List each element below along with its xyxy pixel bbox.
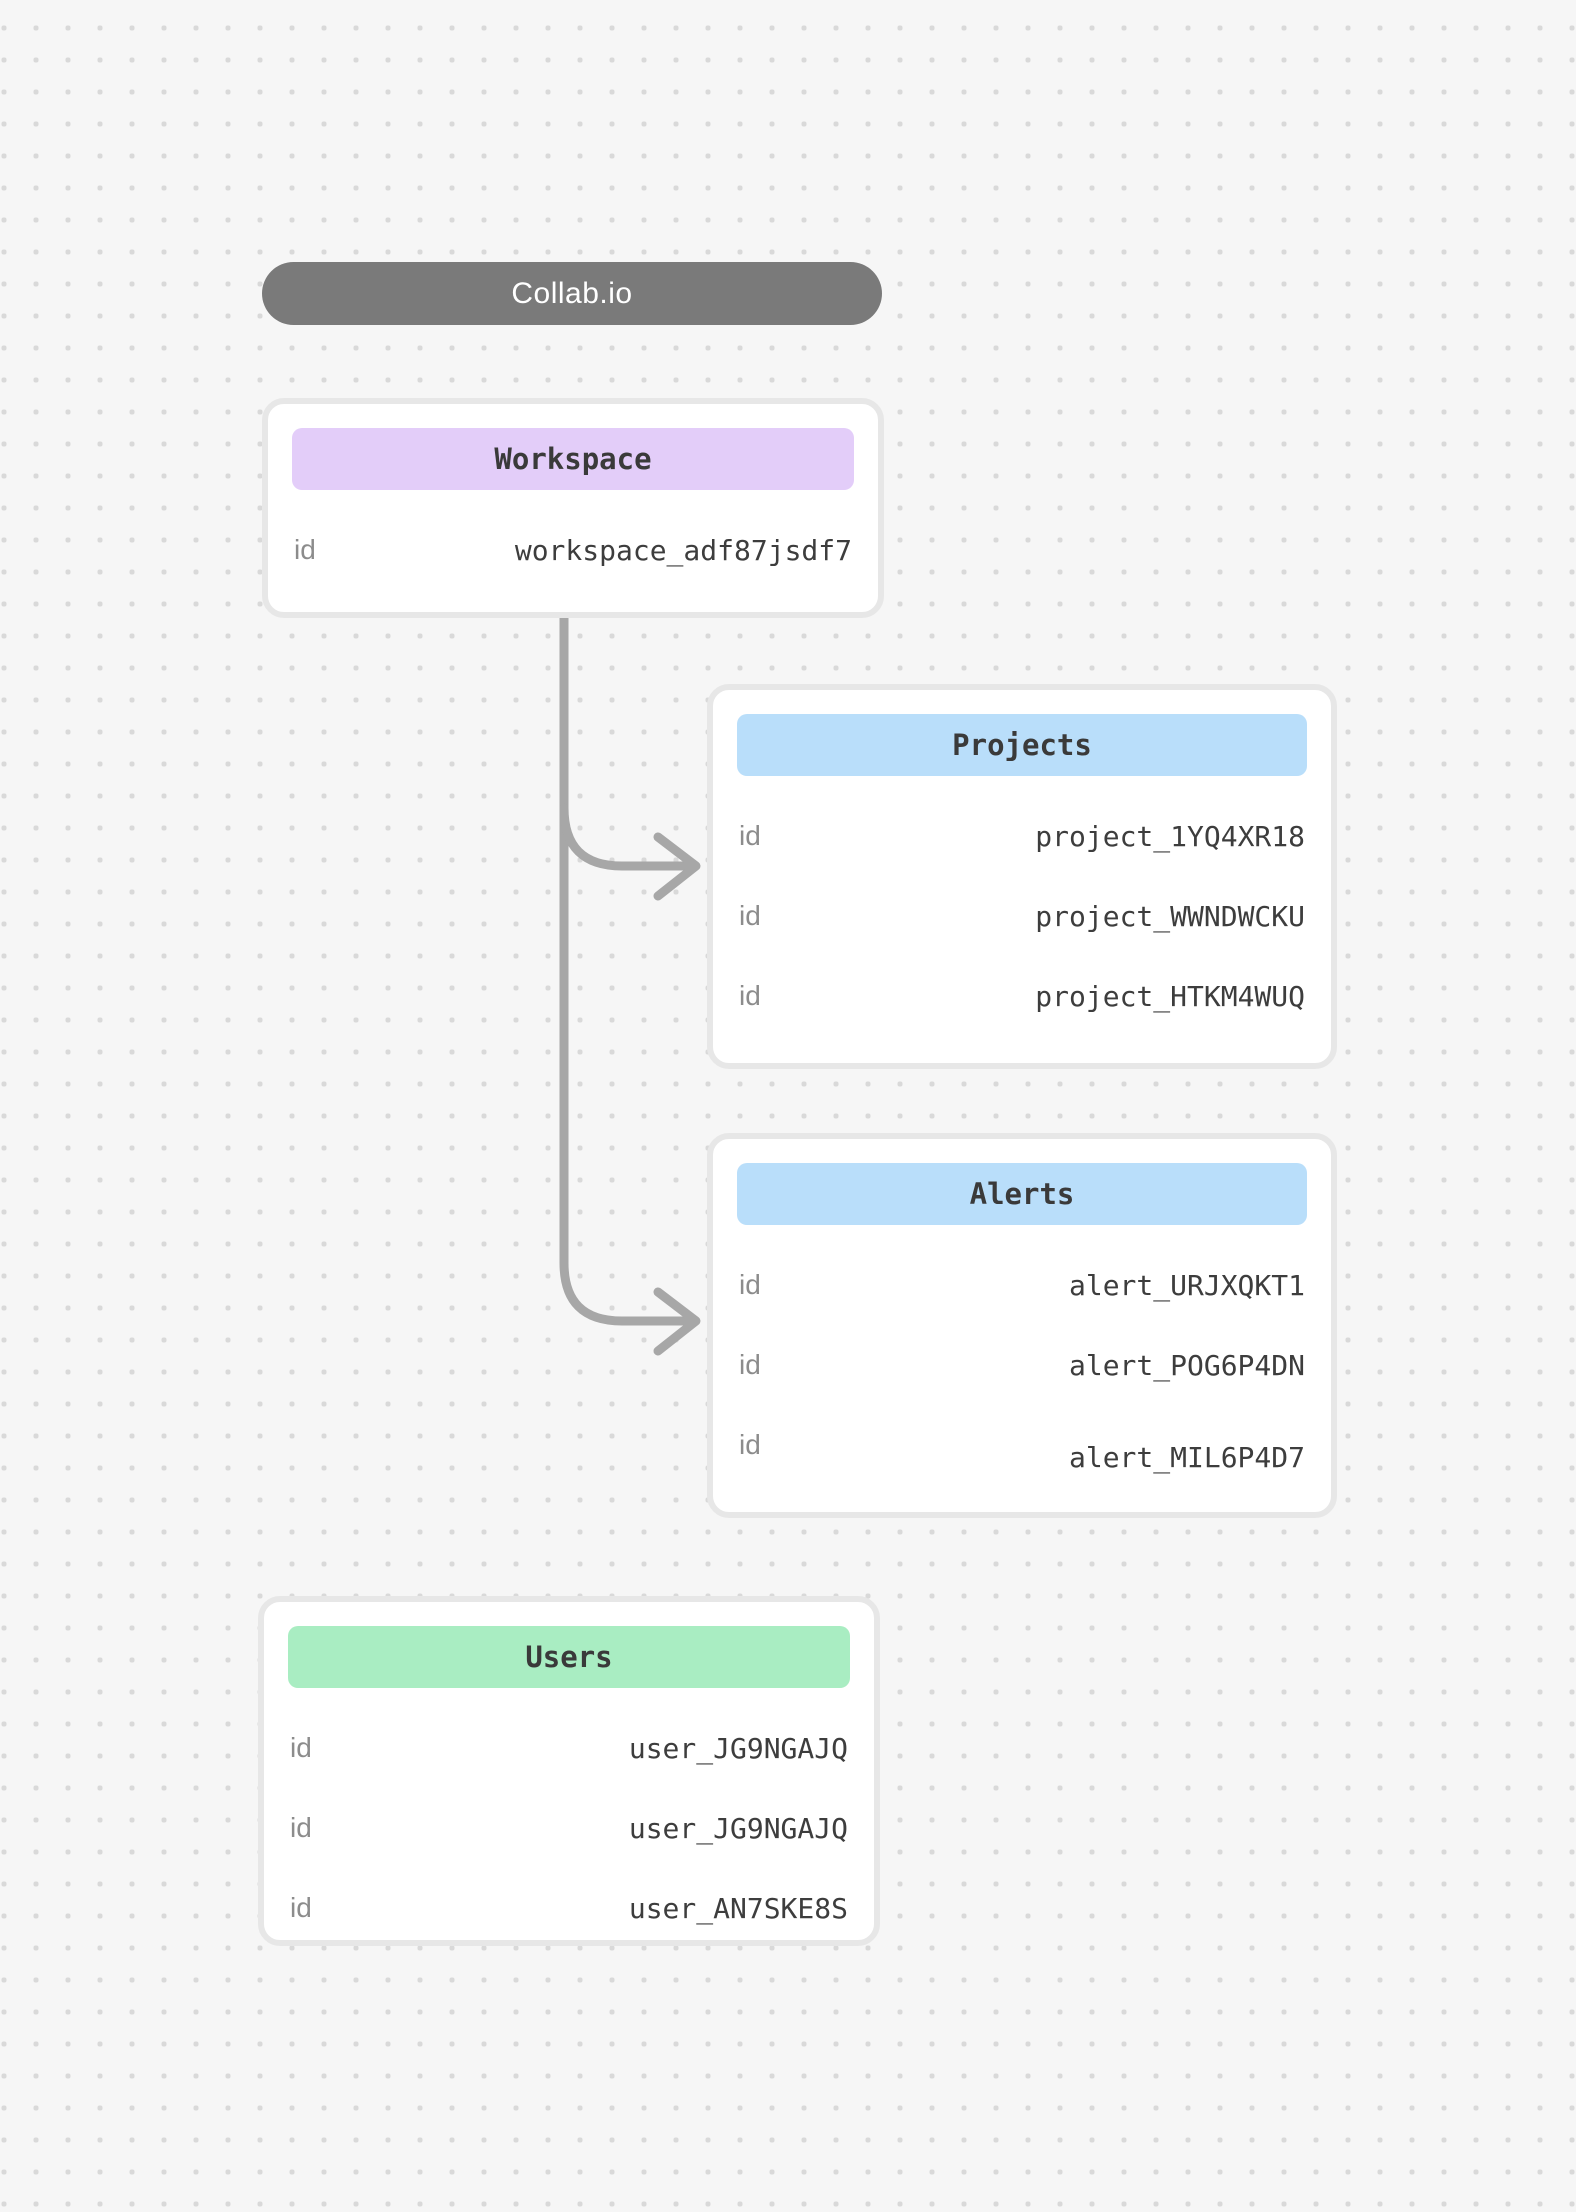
field-value-label: user_JG9NGAJQ: [628, 1811, 848, 1845]
field-key-label: id: [739, 900, 761, 931]
entity-row: id user_JG9NGAJQ: [290, 1788, 848, 1868]
app-title-node[interactable]: Collab.io: [262, 262, 882, 325]
field-value-label: alert_URJXQKT1: [1068, 1268, 1305, 1302]
entity-rows: id workspace_adf87jsdf7: [294, 510, 852, 590]
entity-row: id user_AN7SKE8S: [290, 1868, 848, 1948]
entity-header-alerts: Alerts: [737, 1163, 1307, 1225]
entity-rows: id project_1YQ4XR18 id project_WWNDWCKU …: [739, 796, 1305, 1036]
field-key-label: id: [290, 1812, 312, 1843]
field-value-label: user_AN7SKE8S: [628, 1891, 848, 1925]
entity-card-users[interactable]: Users id user_JG9NGAJQ id user_JG9NGAJQ …: [258, 1596, 880, 1946]
field-value-label: project_WWNDWCKU: [1035, 899, 1305, 933]
connector-line-workspace-alerts[interactable]: [559, 601, 691, 1326]
entity-card-alerts[interactable]: Alerts id alert_URJXQKT1 id alert_POG6P4…: [707, 1133, 1337, 1518]
field-key-label: id: [290, 1732, 312, 1763]
field-key-label: id: [739, 1349, 761, 1380]
entity-header-users: Users: [288, 1626, 850, 1688]
arrowhead-icon-alerts: [653, 1287, 701, 1356]
entity-title: Alerts: [969, 1177, 1075, 1211]
field-value-label: project_1YQ4XR18: [1035, 819, 1305, 853]
entity-row: id project_1YQ4XR18: [739, 796, 1305, 876]
connector-line-workspace-projects[interactable]: [559, 803, 691, 871]
field-key-label: id: [739, 1269, 761, 1300]
entity-header-projects: Projects: [737, 714, 1307, 776]
entity-card-workspace[interactable]: Workspace id workspace_adf87jsdf7: [262, 398, 884, 618]
field-key-label: id: [739, 820, 761, 851]
field-key-label: id: [290, 1892, 312, 1923]
app-title-label: Collab.io: [511, 276, 633, 310]
field-value-label: workspace_adf87jsdf7: [514, 533, 852, 567]
entity-row: id alert_URJXQKT1: [739, 1245, 1305, 1325]
field-value-label: project_HTKM4WUQ: [1035, 979, 1305, 1013]
entity-row: id user_JG9NGAJQ: [290, 1708, 848, 1788]
entity-title: Users: [525, 1640, 613, 1674]
field-key-label: id: [739, 1429, 761, 1460]
field-key-label: id: [294, 534, 316, 565]
entity-row: id project_WWNDWCKU: [739, 876, 1305, 956]
entity-rows: id alert_URJXQKT1 id alert_POG6P4DN id a…: [739, 1245, 1305, 1485]
entity-title: Workspace: [494, 442, 652, 476]
entity-header-workspace: Workspace: [292, 428, 854, 490]
entity-rows: id user_JG9NGAJQ id user_JG9NGAJQ id use…: [290, 1708, 848, 1948]
arrowhead-icon-projects: [653, 832, 701, 901]
field-key-label: id: [739, 980, 761, 1011]
entity-row: id project_HTKM4WUQ: [739, 956, 1305, 1036]
entity-row: id workspace_adf87jsdf7: [294, 510, 852, 590]
field-value-label: alert_POG6P4DN: [1068, 1348, 1305, 1382]
entity-row: id alert_MIL6P4D7: [739, 1405, 1305, 1485]
field-value-label: user_JG9NGAJQ: [628, 1731, 848, 1765]
entity-title: Projects: [952, 728, 1092, 762]
entity-card-projects[interactable]: Projects id project_1YQ4XR18 id project_…: [707, 684, 1337, 1069]
field-value-label: alert_MIL6P4D7: [1068, 1440, 1305, 1474]
entity-row: id alert_POG6P4DN: [739, 1325, 1305, 1405]
